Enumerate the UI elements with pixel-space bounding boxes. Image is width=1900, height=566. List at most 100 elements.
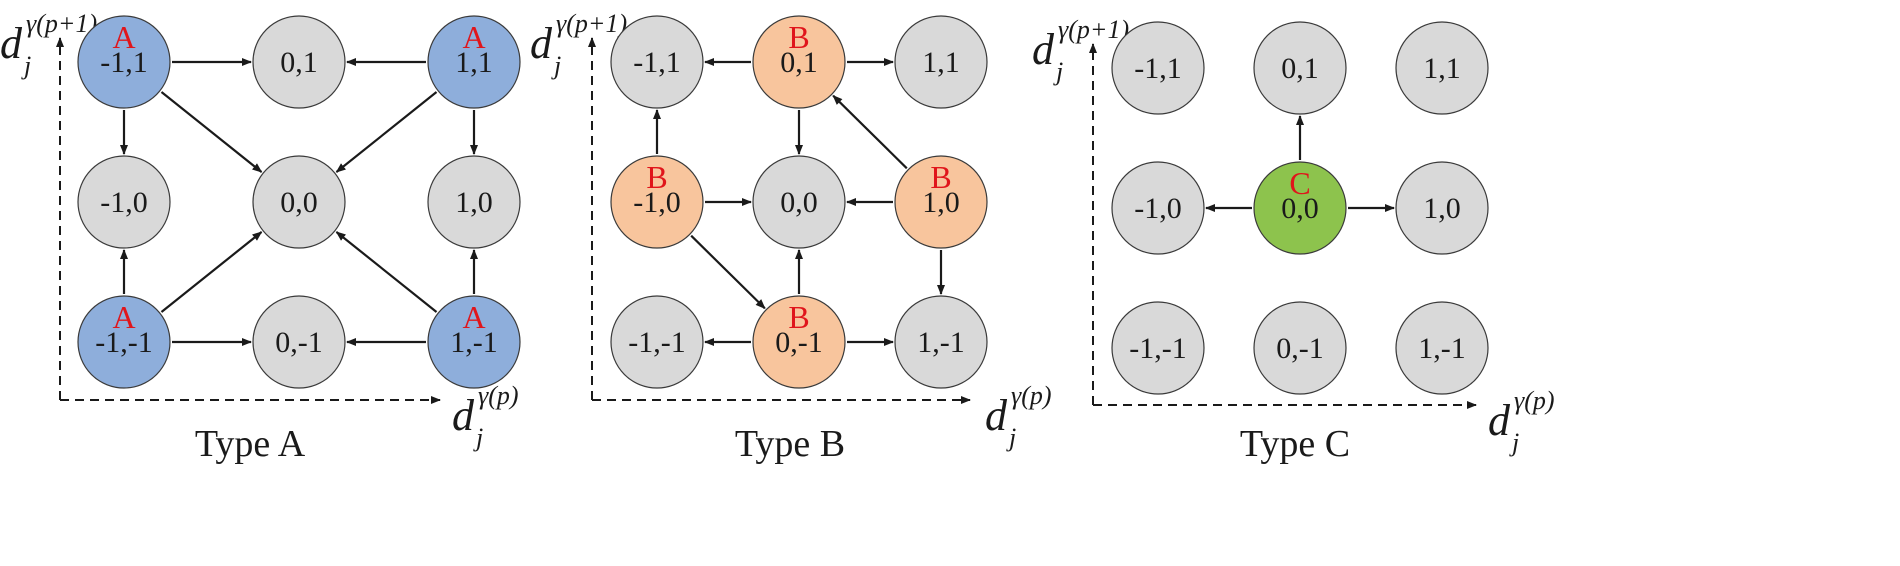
type-tag: A — [462, 299, 485, 335]
state-node-circle — [752, 295, 846, 389]
state-node-label: -1,-1 — [95, 326, 152, 359]
state-node-label: -1,1 — [100, 46, 148, 79]
state-node-circle — [1395, 161, 1489, 255]
y-axis-label-symbol: d — [1032, 25, 1055, 74]
state-node: 1,1A — [427, 15, 521, 109]
state-node-label: 1,0 — [455, 186, 493, 219]
state-node-circle — [427, 295, 521, 389]
state-node: -1,0B — [610, 155, 704, 249]
state-node: 0,-1B — [752, 295, 846, 389]
state-node-label: -1,0 — [1134, 192, 1182, 225]
state-node-label: 0,0 — [1281, 192, 1319, 225]
state-node-circle — [77, 155, 171, 249]
state-node: 1,1 — [1395, 21, 1489, 115]
state-node-circle — [77, 295, 171, 389]
state-node-circle — [610, 155, 704, 249]
state-node-circle — [610, 15, 704, 109]
state-node-label: 0,1 — [780, 46, 818, 79]
state-node: -1,1 — [610, 15, 704, 109]
state-node: 1,0 — [1395, 161, 1489, 255]
type-tag: B — [788, 299, 809, 335]
state-node-label: -1,0 — [633, 186, 681, 219]
state-node-circle — [1395, 21, 1489, 115]
panel-caption: Type C — [1240, 423, 1350, 465]
state-node-label: -1,1 — [633, 46, 681, 79]
y-axis-label-symbol: d — [530, 19, 553, 68]
state-node-label: 1,-1 — [917, 326, 965, 359]
transition-arrow — [160, 91, 263, 173]
y-axis-label-superscript: γ(p+1) — [1058, 15, 1129, 44]
panel-caption: Type B — [735, 423, 845, 465]
state-node-label: 1,0 — [922, 186, 960, 219]
y-axis-label-subscript: j — [551, 51, 561, 80]
transition-arrow — [832, 94, 908, 170]
state-node-label: 1,1 — [922, 46, 960, 79]
state-node-label: 0,1 — [280, 46, 318, 79]
state-node: 1,-1 — [1395, 301, 1489, 395]
state-node-label: -1,1 — [1134, 52, 1182, 85]
state-node-circle — [1111, 161, 1205, 255]
state-node-label: 0,-1 — [775, 326, 823, 359]
type-tag: A — [112, 19, 135, 55]
state-node: 1,1 — [894, 15, 988, 109]
state-node-label: -1,-1 — [1129, 332, 1186, 365]
type-tag: A — [112, 299, 135, 335]
type-tag: B — [646, 159, 667, 195]
state-node: 0,1 — [1253, 21, 1347, 115]
state-node-circle — [1253, 161, 1347, 255]
transition-arrow — [160, 231, 263, 313]
state-node-circle — [252, 295, 346, 389]
state-node: -1,-1A — [77, 295, 171, 389]
state-node-circle — [1111, 301, 1205, 395]
state-node-circle — [427, 155, 521, 249]
state-node-circle — [1111, 21, 1205, 115]
state-node-circle — [1253, 21, 1347, 115]
x-axis-label-symbol: d — [985, 391, 1008, 440]
state-node: -1,-1 — [610, 295, 704, 389]
state-node: 0,0 — [752, 155, 846, 249]
type-tag: A — [462, 19, 485, 55]
transition-arrow — [335, 231, 438, 313]
state-node: 1,0B — [894, 155, 988, 249]
state-node-label: -1,-1 — [628, 326, 685, 359]
type-tag: C — [1289, 165, 1310, 201]
x-axis-label-subscript: j — [1006, 423, 1016, 452]
state-node: -1,-1 — [1111, 301, 1205, 395]
state-node-label: 1,-1 — [450, 326, 498, 359]
type-tag: B — [788, 19, 809, 55]
state-node-circle — [427, 15, 521, 109]
x-axis-label-subscript: j — [1509, 428, 1519, 457]
type-tag: B — [930, 159, 951, 195]
x-axis-label-superscript: γ(p) — [1011, 381, 1052, 410]
state-node-label: 0,0 — [280, 186, 318, 219]
state-node-label: 0,-1 — [1276, 332, 1324, 365]
state-node-circle — [894, 155, 988, 249]
state-node: 0,-1 — [252, 295, 346, 389]
state-node-label: 1,0 — [1423, 192, 1461, 225]
state-node: 0,1B — [752, 15, 846, 109]
state-node: 0,0C — [1253, 161, 1347, 255]
state-node: -1,0 — [77, 155, 171, 249]
state-node-circle — [252, 15, 346, 109]
state-node-circle — [610, 295, 704, 389]
y-axis-label-superscript: γ(p+1) — [556, 9, 627, 38]
y-axis-label-subscript: j — [21, 51, 31, 80]
x-axis-label-superscript: γ(p) — [1514, 386, 1555, 415]
state-node-label: -1,0 — [100, 186, 148, 219]
state-node: 1,-1 — [894, 295, 988, 389]
state-node-circle — [894, 295, 988, 389]
state-node-circle — [752, 155, 846, 249]
state-node-circle — [1395, 301, 1489, 395]
state-node: 1,0 — [427, 155, 521, 249]
y-axis-label-subscript: j — [1053, 57, 1063, 86]
state-node-label: 0,0 — [780, 186, 818, 219]
x-axis-label-symbol: d — [1488, 396, 1511, 445]
y-axis-label-superscript: γ(p+1) — [26, 9, 97, 38]
state-node: 0,1 — [252, 15, 346, 109]
